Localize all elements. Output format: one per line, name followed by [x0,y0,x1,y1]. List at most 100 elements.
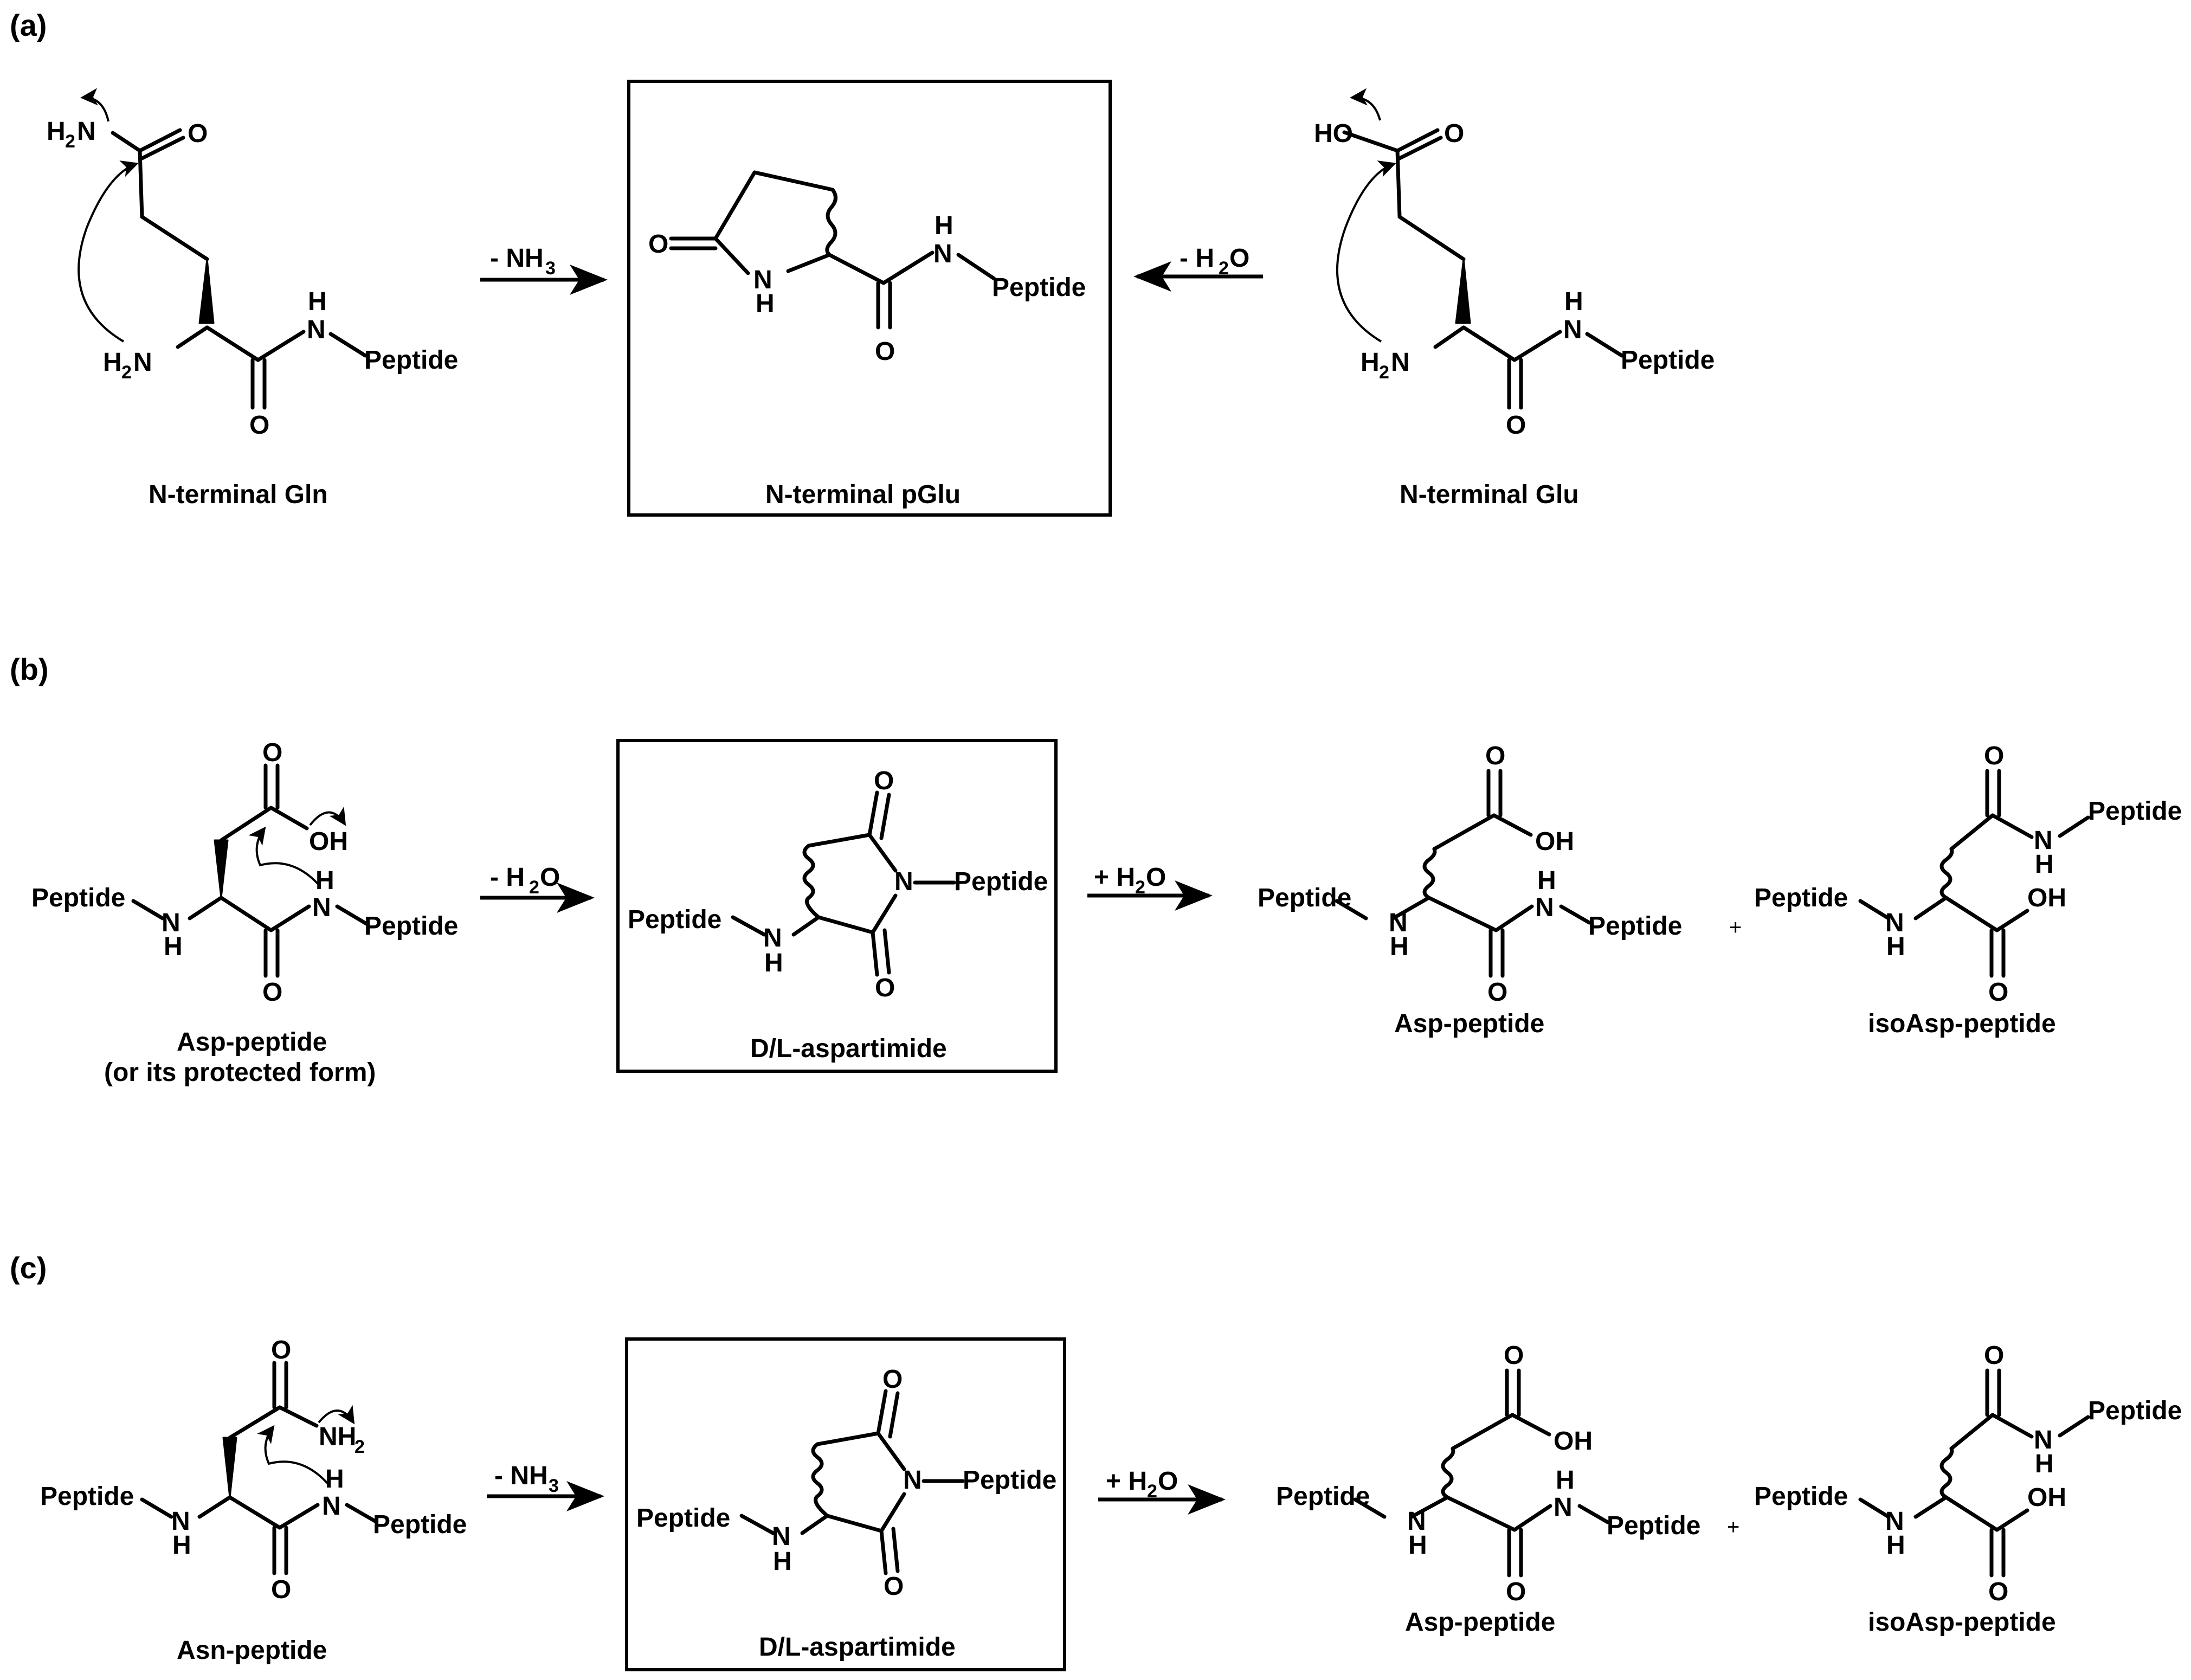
gln-amide-n: N [77,117,96,146]
molecule-pglu: O N H O H N Peptide N-terminal pGlu [648,170,1086,509]
isoasp-b-carbonyl-o: O [1984,742,2004,770]
aspartimide-c-n: N [772,1522,791,1551]
arrow-b-1-sub: 2 [529,877,539,898]
glu-nh-h: H [1564,287,1583,316]
caption-gln: N-terminal Gln [149,480,328,509]
molecule-asn: Peptide N H O NH 2 O H N Peptide Asn-pep… [40,1336,467,1665]
arrow-b-1-tail: O [540,863,560,892]
asp-prod-b-carbonyl-o: O [1485,742,1505,770]
aspartimide-c-o-bottom: O [884,1572,904,1601]
isoasp-b-oh: OH [2027,884,2066,912]
arrow-a-right-tail: O [1229,244,1249,273]
molecule-aspartimide-b: O N Peptide O N H Peptide D/L-aspartimid… [628,767,1048,1063]
glu-curved-arrow-2 [1336,160,1396,343]
isoasp-c-carbonyl-o: O [1984,1341,2004,1370]
box-aspartimide-c [625,1337,1066,1671]
aspartimide-b-peptide-right: Peptide [954,867,1048,896]
caption-asp-product-c: Asp-peptide [1405,1608,1555,1637]
asp-prod-b-amide-n: N [1535,893,1554,922]
asn-nh2-2: 2 [355,1437,365,1457]
gln-curved-arrow-1 [80,88,109,122]
glu-carbonyl-o: O [1444,119,1464,148]
caption-aspartimide-b: D/L-aspartimide [750,1034,947,1063]
arrow-c-2-tail: O [1158,1467,1178,1496]
aspartimide-b-n: N [763,924,782,952]
isoasp-c-oh: OH [2027,1483,2066,1512]
arrow-c-1-sub: 3 [549,1476,559,1496]
arrow-a-right-text: - H [1180,244,1214,273]
asp-prod-c-peptide-left: Peptide [1276,1482,1370,1511]
asp-start-amide-n: N [312,893,331,922]
gln-amide-nh-n: N [307,316,326,344]
panel-label-b: (b) [10,652,49,686]
glu-hydroxyl: HO [1314,119,1353,148]
asp-prod-c-backbone-o: O [1506,1578,1526,1606]
isoasp-b-peptide-right: Peptide [2088,797,2182,826]
isoasp-b-backbone-o: O [1988,978,2008,1007]
caption-asp-1: Asp-peptide [177,1028,327,1057]
arrow-c-2: + H 2 O [1098,1467,1226,1515]
arrow-c-2-text: + H [1106,1467,1147,1496]
caption-asn: Asn-peptide [177,1636,327,1665]
asn-nh2-nh: NH [319,1422,356,1451]
asp-start-amide-h: H [315,866,334,895]
asp-start-n: N [162,909,181,937]
asp-start-curved-arrow-2 [248,826,320,886]
asp-prod-b-n: N [1389,909,1408,937]
aspartimide-c-peptide-left: Peptide [636,1504,730,1533]
arrow-b-2: + H 2 O [1087,863,1213,911]
molecule-asp-product-c: Peptide N H O OH O H N Peptide Asp-pepti… [1276,1341,1700,1637]
aspartimide-c-peptide-right: Peptide [963,1466,1056,1495]
asn-curved-arrow-2 [257,1425,328,1484]
asn-amide-h: H [325,1465,344,1494]
box-aspartimide-b [616,739,1058,1073]
aspartimide-c-nh-h: H [773,1547,792,1576]
asp-start-oh: OH [309,827,348,856]
isoasp-b-amide-n: N [2034,826,2053,855]
molecule-aspartimide-c: O N Peptide O N H Peptide D/L-aspartimid… [636,1365,1056,1662]
gln-peptide: Peptide [364,346,458,375]
pglu-nh-n: N [933,240,952,268]
pglu-carbonyl-o: O [875,337,895,366]
molecule-asp-start: Peptide N H O OH O H N Peptide Asp-pepti… [31,738,458,1087]
arrow-a-left-text: - NH [490,244,544,273]
isoasp-c-backbone-o: O [1988,1578,2008,1606]
asp-start-nh-h: H [164,932,183,961]
arrow-b-2-text: + H [1094,863,1135,892]
arrow-c-1-text: - NH [494,1462,548,1490]
isoasp-c-n: N [1885,1507,1904,1536]
glu-alpha-h: H [1361,348,1380,377]
asp-prod-b-backbone-o: O [1487,978,1507,1007]
asp-start-peptide-left: Peptide [31,884,125,912]
asn-nh-h: H [172,1531,191,1560]
caption-isoasp-c: isoAsp-peptide [1868,1608,2056,1637]
asp-prod-c-peptide-right: Peptide [1607,1511,1700,1540]
isoasp-c-peptide-right: Peptide [2088,1396,2182,1425]
asn-curved-arrow-1 [318,1405,355,1425]
molecule-asp-product-b: Peptide N H O OH O H N Peptide Asp-pepti… [1258,742,1682,1038]
box-pglu [627,80,1112,517]
glu-peptide: Peptide [1621,346,1715,375]
glu-nh-n: N [1563,316,1582,344]
aspartimide-b-peptide-left: Peptide [628,905,721,934]
isoasp-b-peptide-left: Peptide [1754,884,1848,912]
asn-peptide-left: Peptide [40,1482,134,1511]
isoasp-b-nh-h: H [1886,932,1905,961]
aspartimide-b-nh-h: H [764,949,783,977]
asp-prod-b-amide-h: H [1537,866,1556,895]
panel-label-c: (c) [10,1251,47,1285]
gln-amide-h: H [47,117,66,146]
isoasp-c-amide-n: N [2034,1426,2053,1454]
gln-curved-arrow-2 [78,160,139,343]
aspartimide-b-o-top: O [874,767,894,795]
glu-backbone-o: O [1506,411,1526,440]
asp-start-curved-arrow-1 [309,806,346,826]
isoasp-c-peptide-left: Peptide [1754,1482,1848,1511]
caption-asp-2: (or its protected form) [104,1058,376,1087]
plus-c: + [1727,1515,1739,1539]
asp-prod-c-amide-h: H [1556,1466,1575,1495]
arrow-a-right: - H 2 O [1133,244,1263,292]
glu-curved-arrow-1 [1350,88,1381,121]
gln-amide-2: 2 [65,131,75,152]
